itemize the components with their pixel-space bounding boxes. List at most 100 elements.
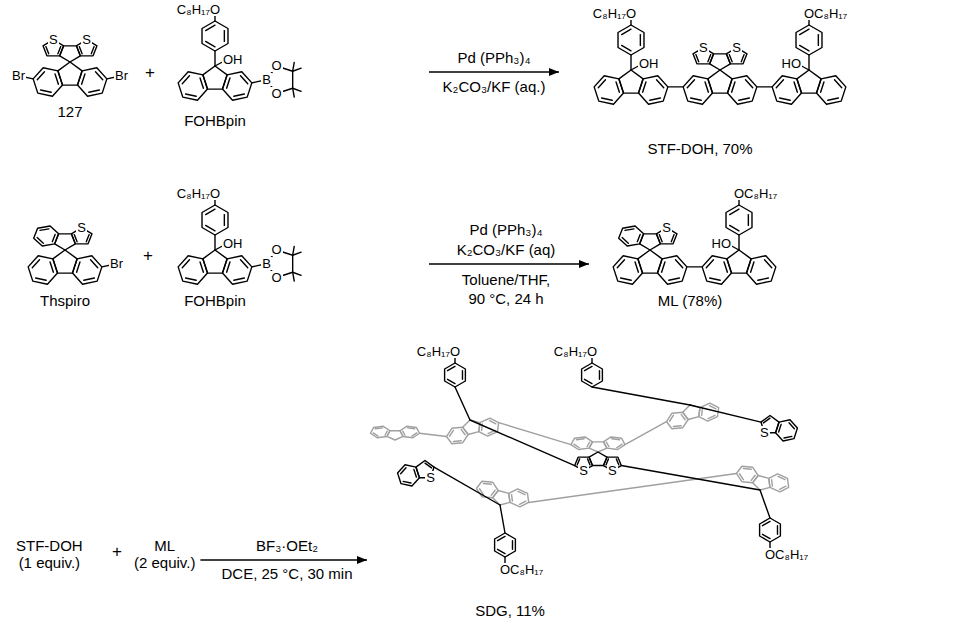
ring-outline <box>747 256 776 285</box>
double-bond <box>739 98 750 100</box>
ring-outline <box>370 426 390 437</box>
double-bond <box>751 475 755 480</box>
double-bond <box>659 235 662 242</box>
double-bond <box>206 209 215 214</box>
double-bond <box>784 436 792 438</box>
double-bond <box>227 262 230 272</box>
double-bond <box>74 235 77 242</box>
double-bond <box>671 235 674 242</box>
double-bond <box>740 474 744 480</box>
double-bond <box>585 379 592 383</box>
double-bond <box>691 98 702 100</box>
reagent-text: K₂CO₃/KF (aq.) <box>443 79 546 96</box>
double-bond <box>696 55 699 62</box>
compound-label: STF-DOH, 70% <box>647 140 752 157</box>
double-bond <box>669 278 680 280</box>
compound-label: ML <box>154 537 175 554</box>
atom-label: S <box>607 464 618 477</box>
double-bond <box>771 480 773 486</box>
atom-label: S <box>76 221 87 234</box>
double-bond <box>599 371 600 380</box>
atom-label: S <box>661 221 672 234</box>
atom-label: S <box>48 33 59 46</box>
atom-label: C₈H₁₇O <box>553 345 598 358</box>
ring-outline <box>445 363 466 387</box>
double-bond <box>778 476 785 479</box>
double-bond <box>763 534 770 538</box>
double-bond <box>598 80 605 88</box>
atom-label: OC₈H₁₇ <box>733 187 778 200</box>
compound-panel: Thspiro <box>5 180 145 312</box>
double-bond <box>748 215 749 226</box>
bond-line <box>214 51 215 66</box>
ring-outline <box>223 256 252 285</box>
double-bond <box>779 424 781 432</box>
atom-label: Br <box>11 69 26 82</box>
double-bond <box>498 536 505 540</box>
ring-outline <box>666 412 688 428</box>
double-bond <box>789 423 794 429</box>
double-bond <box>401 468 406 474</box>
double-bond <box>41 90 52 92</box>
double-bond <box>635 262 638 272</box>
atom-label: OC₈H₁₇ <box>764 548 809 561</box>
double-bond <box>425 463 432 468</box>
compound-label: Thspiro <box>40 292 90 309</box>
plus-sign: + <box>145 64 155 81</box>
ring-outline <box>73 256 102 285</box>
double-bond <box>206 225 215 230</box>
double-bond <box>705 82 708 92</box>
bond-line <box>630 55 631 70</box>
methyl-line <box>293 272 295 281</box>
double-bond <box>79 47 82 54</box>
bond-line <box>434 467 500 505</box>
double-bond <box>86 235 89 242</box>
double-bond <box>607 442 609 447</box>
double-bond <box>710 278 721 280</box>
double-bond <box>462 371 463 380</box>
double-bond <box>200 262 203 272</box>
double-bond <box>403 431 405 435</box>
double-bond <box>585 366 592 370</box>
bond-line <box>500 505 505 533</box>
atom-label: OH <box>222 237 244 250</box>
methyl-line <box>293 62 295 71</box>
double-bond <box>403 481 411 483</box>
double-bond <box>511 495 513 501</box>
double-bond <box>621 278 632 280</box>
atom-label: HO <box>781 57 803 70</box>
double-bond <box>743 468 751 470</box>
compound-name-box: ML(2 equiv.) <box>130 535 199 574</box>
atom-label: O <box>270 59 282 72</box>
compound-panel: FOHBpin <box>160 180 428 312</box>
methyl-line <box>293 246 295 255</box>
compound-label: STF-DOH <box>16 537 83 554</box>
double-bond <box>673 425 681 427</box>
double-bond <box>763 521 770 525</box>
double-bond <box>483 483 491 485</box>
double-bond <box>50 262 53 272</box>
atom-label: C₈H₁₇O <box>176 187 221 200</box>
double-bond <box>622 238 628 244</box>
double-bond <box>730 209 739 214</box>
double-bond <box>729 55 732 62</box>
double-bond <box>576 438 584 440</box>
bond-line <box>687 266 702 267</box>
ring-outline <box>463 420 480 435</box>
ring-outline <box>658 256 687 285</box>
double-bond <box>776 80 783 88</box>
double-bond <box>520 501 526 504</box>
ring-outline <box>776 420 798 441</box>
double-bond <box>800 45 809 50</box>
double-bond <box>518 491 525 494</box>
double-bond <box>84 278 95 280</box>
atom-label: S <box>731 41 742 54</box>
double-bond <box>751 262 754 272</box>
double-bond <box>450 430 454 436</box>
bond-line <box>625 422 666 445</box>
ring-outline <box>594 76 623 105</box>
atom-label: C₈H₁₇O <box>592 7 637 20</box>
double-bond <box>77 262 80 272</box>
atom-label: C₈H₁₇O <box>176 3 221 16</box>
double-bond <box>241 260 248 268</box>
